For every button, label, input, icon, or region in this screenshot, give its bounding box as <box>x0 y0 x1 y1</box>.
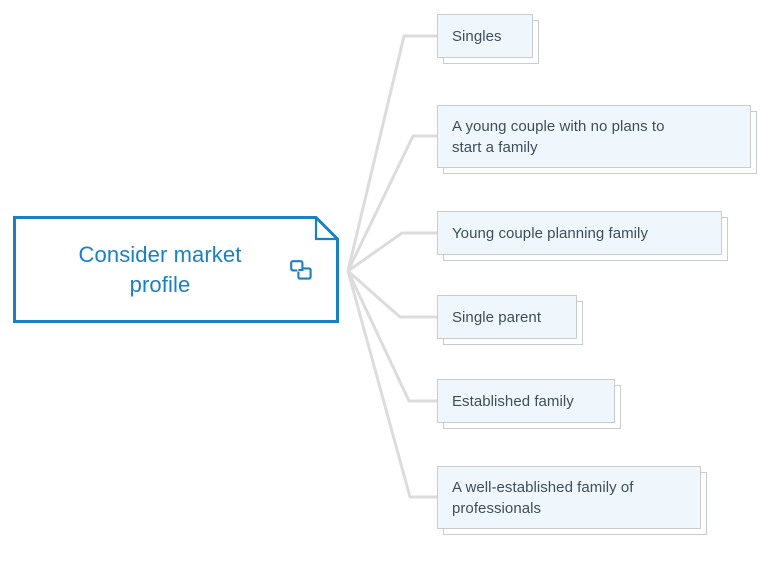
child-node-label: A well-established family of professiona… <box>452 478 634 517</box>
connector-to-young-couple-planning <box>347 231 437 273</box>
child-node-well-established-family[interactable]: A well-established family of professiona… <box>437 466 707 535</box>
root-node-shape <box>13 216 339 323</box>
child-node-label: Young couple planning family <box>452 224 648 242</box>
child-node-box[interactable]: Singles <box>437 14 533 58</box>
copy-icon[interactable] <box>290 259 312 280</box>
child-node-box[interactable]: Young couple planning family <box>437 211 722 255</box>
connector-to-established-family <box>346 270 437 403</box>
child-node-label: Single parent <box>452 308 542 326</box>
root-node-label: Consider market profile <box>78 241 242 297</box>
connector-to-singles <box>346 34 437 272</box>
child-node-young-couple-planning[interactable]: Young couple planning family <box>437 211 728 261</box>
connector-to-well-established-family <box>346 270 437 499</box>
child-node-singles[interactable]: Singles <box>437 14 539 64</box>
connector-to-young-couple-no-plans <box>346 134 437 272</box>
child-node-label: Singles <box>452 27 502 45</box>
child-node-label: Established family <box>452 392 574 410</box>
child-node-box[interactable]: Established family <box>437 379 615 423</box>
child-node-single-parent[interactable]: Single parent <box>437 295 583 345</box>
child-node-established-family[interactable]: Established family <box>437 379 621 429</box>
child-node-box[interactable]: Single parent <box>437 295 577 339</box>
child-node-box[interactable]: A well-established family of professiona… <box>437 466 701 529</box>
child-node-label: A young couple with no plans to start a … <box>452 117 665 156</box>
connector-to-single-parent <box>347 269 437 319</box>
child-node-young-couple-no-plans[interactable]: A young couple with no plans to start a … <box>437 105 757 174</box>
child-node-box[interactable]: A young couple with no plans to start a … <box>437 105 751 168</box>
root-node[interactable]: Consider market profile <box>13 216 339 323</box>
